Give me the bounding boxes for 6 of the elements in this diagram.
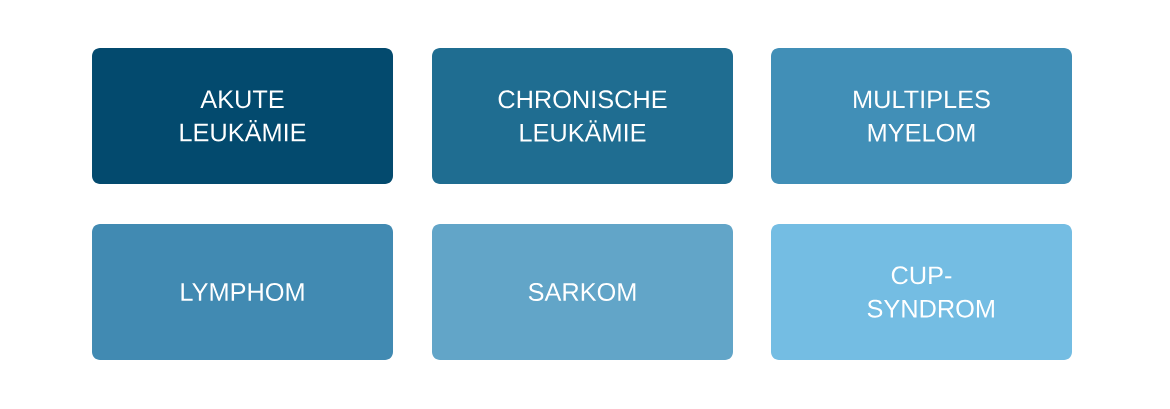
category-box: CHRONISCHE LEUKÄMIE xyxy=(432,48,733,184)
category-box: SARKOM xyxy=(432,224,733,360)
category-box: CUP-SYNDROM xyxy=(771,224,1072,360)
category-box: AKUTE LEUKÄMIE xyxy=(92,48,393,184)
category-box: LYMPHOM xyxy=(92,224,393,360)
category-box: MULTIPLES MYELOM xyxy=(771,48,1072,184)
